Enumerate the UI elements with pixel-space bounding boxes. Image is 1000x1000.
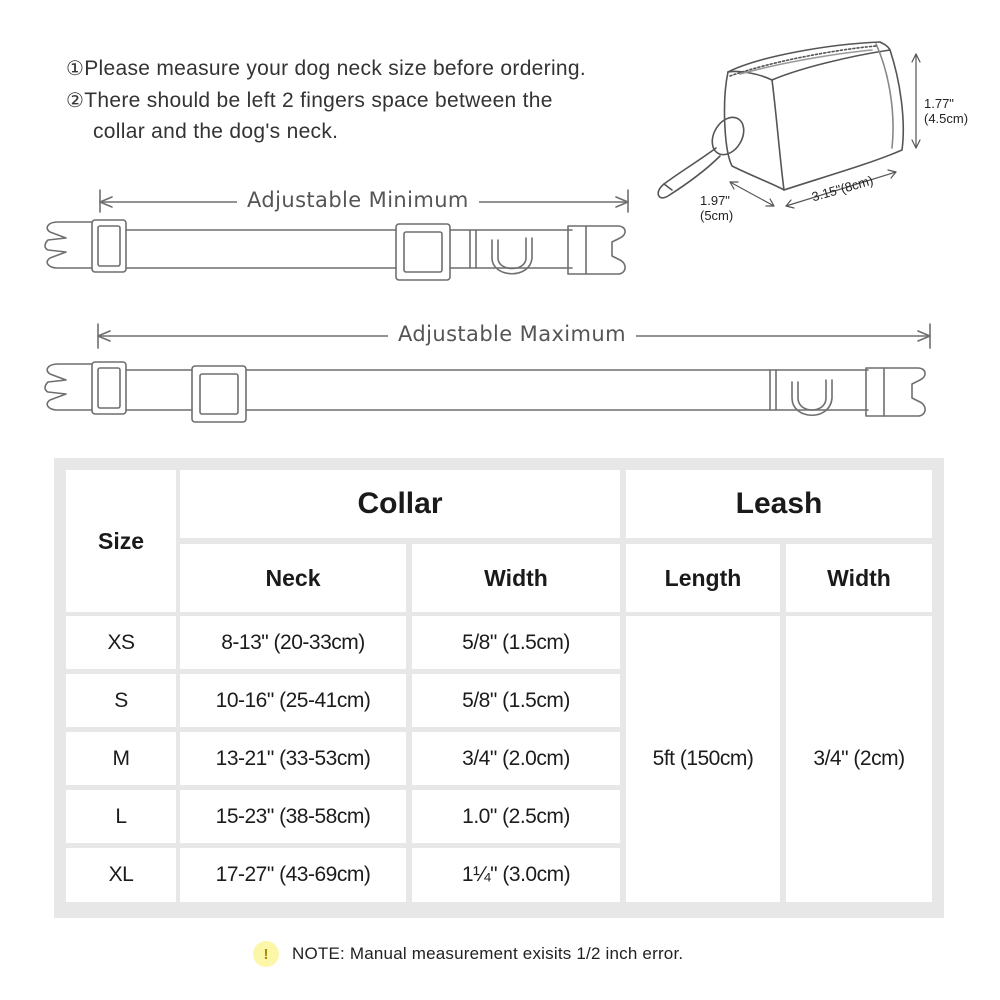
table-row-width: 3/4" (2.0cm)	[412, 732, 620, 785]
table-row-width: 5/8" (1.5cm)	[412, 616, 620, 669]
warning-icon: !	[253, 941, 279, 967]
neck-value: 8-13" (20-33cm)	[221, 630, 365, 654]
size-value: M	[112, 746, 131, 770]
table-row-size: M	[66, 732, 176, 785]
size-table: Size Collar Leash Neck Width Length Widt…	[54, 458, 944, 918]
size-value: S	[114, 688, 128, 712]
collar-width-header-text: Width	[484, 564, 548, 591]
leash-header: Leash	[626, 470, 932, 538]
instruction-2: ②There should be left 2 fingers space be…	[66, 88, 553, 113]
measurement-note: ! NOTE: Manual measurement exisits 1/2 i…	[253, 941, 683, 967]
table-row-size: L	[66, 790, 176, 843]
leash-length-header: Length	[626, 544, 780, 612]
pouch-height-label: 1.77" (4.5cm)	[924, 96, 968, 126]
table-row-neck: 15-23" (38-58cm)	[180, 790, 406, 843]
note-text: NOTE: Manual measurement exisits 1/2 inc…	[292, 944, 684, 963]
min-collar	[44, 219, 626, 281]
neck-value: 15-23" (38-58cm)	[215, 804, 371, 828]
pouch-illustration	[657, 41, 905, 199]
width-value: 1¼" (3.0cm)	[461, 863, 571, 886]
leash-width-value: 3/4" (2cm)	[813, 747, 905, 770]
size-header-text: Size	[97, 527, 145, 554]
instruction-1: ①Please measure your dog neck size befor…	[66, 56, 586, 81]
table-row-size: XL	[66, 848, 176, 902]
table-row-size: XS	[66, 616, 176, 669]
adjustable-maximum-label: Adjustable Maximum	[388, 322, 636, 346]
table-row-width: 5/8" (1.5cm)	[412, 674, 620, 727]
leash-length-value: 5ft (150cm)	[652, 747, 754, 770]
width-value: 5/8" (1.5cm)	[462, 630, 570, 654]
pouch-depth-inch: 1.97"	[700, 193, 730, 208]
pouch-height-dimension	[911, 53, 921, 149]
width-value: 5/8" (1.5cm)	[462, 688, 570, 712]
pouch-length-dimension	[785, 169, 897, 209]
pouch-depth-label: 1.97" (5cm)	[700, 193, 733, 223]
neck-value: 10-16" (25-41cm)	[215, 688, 371, 712]
size-value: XS	[107, 630, 135, 654]
width-value: 1.0" (2.5cm)	[462, 804, 570, 828]
pouch-height-inch: 1.77"	[924, 96, 954, 111]
table-row-neck: 13-21" (33-53cm)	[180, 732, 406, 785]
pouch-height-cm: (4.5cm)	[924, 111, 969, 126]
table-row-size: S	[66, 674, 176, 727]
leash-width-header-text: Width	[827, 564, 891, 591]
instruction-2-text: There should be left 2 fingers space bet…	[84, 89, 553, 112]
collar-diagram	[44, 41, 931, 423]
table-row-neck: 10-16" (25-41cm)	[180, 674, 406, 727]
leash-header-text: Leash	[735, 487, 823, 520]
size-value: XL	[108, 863, 134, 886]
table-row-neck: 8-13" (20-33cm)	[180, 616, 406, 669]
instruction-2-continuation: collar and the dog's neck.	[93, 120, 339, 143]
leash-length-header-text: Length	[664, 564, 742, 591]
collar-header: Collar	[180, 470, 620, 538]
collar-header-text: Collar	[357, 487, 443, 520]
width-value: 3/4" (2.0cm)	[462, 746, 570, 770]
neck-value: 17-27" (43-69cm)	[215, 863, 371, 886]
pouch-depth-cm: (5cm)	[700, 208, 734, 223]
table-row-width: 1.0" (2.5cm)	[412, 790, 620, 843]
size-value: L	[115, 804, 127, 828]
leash-length-cell: 5ft (150cm)	[626, 616, 780, 902]
size-header: Size	[66, 470, 176, 612]
max-collar	[44, 361, 926, 423]
leash-width-header: Width	[786, 544, 932, 612]
neck-header: Neck	[180, 544, 406, 612]
pouch-depth-dimension	[729, 181, 775, 207]
neck-value: 13-21" (33-53cm)	[215, 746, 371, 770]
instruction-1-text: Please measure your dog neck size before…	[84, 57, 587, 80]
table-row-width: 1¼" (3.0cm)	[412, 848, 620, 902]
instruction-1-marker: ①	[66, 56, 85, 80]
collar-width-header: Width	[412, 544, 620, 612]
adjustable-minimum-label: Adjustable Minimum	[237, 188, 479, 212]
leash-width-cell: 3/4" (2cm)	[786, 616, 932, 902]
neck-header-text: Neck	[265, 564, 321, 591]
instruction-2-marker: ②	[66, 88, 85, 112]
table-row-neck: 17-27" (43-69cm)	[180, 848, 406, 902]
